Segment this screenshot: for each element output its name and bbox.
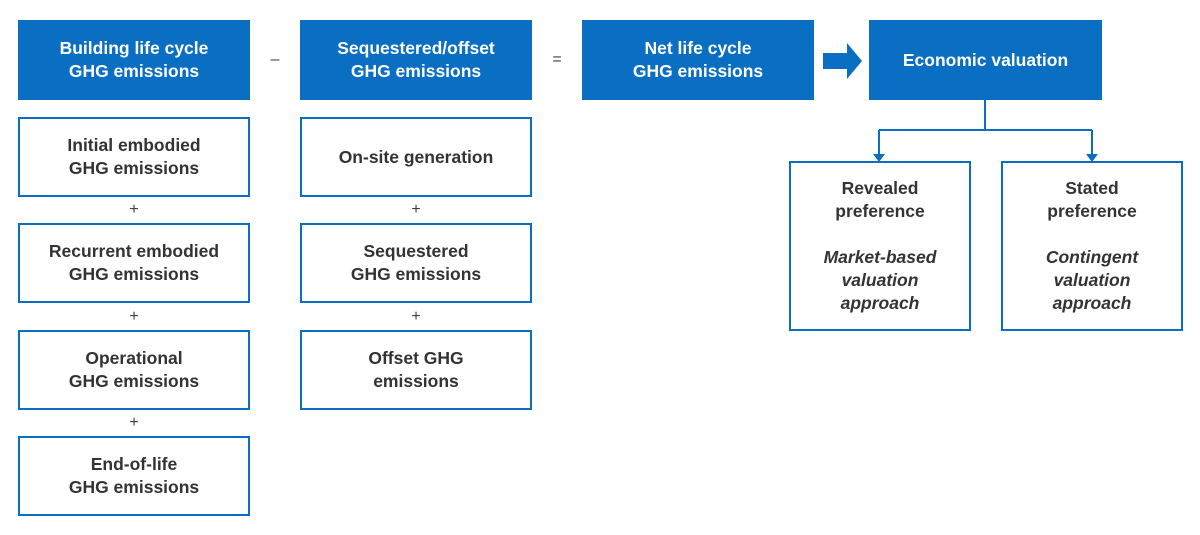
offset-ghg-box: Offset GHG emissions — [300, 330, 532, 410]
building-lifecycle-header: Building life cycle GHG emissions — [18, 20, 250, 100]
right-arrow-icon — [823, 43, 862, 79]
method-approach-line: approach — [1052, 293, 1132, 313]
operational-box: Operational GHG emissions — [18, 330, 250, 410]
plus-operator: + — [129, 308, 139, 325]
plus-operator: + — [129, 414, 139, 431]
box-line: End-of-life — [90, 454, 178, 474]
minus-operator: – — [270, 51, 280, 68]
method-title-line: preference — [835, 201, 925, 221]
header-line: GHG emissions — [632, 61, 764, 81]
plus-operator: + — [411, 201, 421, 218]
arrow-down-icon — [1086, 154, 1098, 162]
box-line: On-site generation — [338, 146, 494, 167]
box-line: GHG emissions — [68, 371, 200, 391]
initial-embodied-box: Initial embodied GHG emissions — [18, 117, 250, 197]
box-line: GHG emissions — [68, 158, 200, 178]
method-title-line: Stated — [1065, 178, 1119, 198]
stated-preference-box: Stated preference Contingent valuation a… — [1001, 161, 1183, 331]
arrow-down-icon — [873, 154, 885, 162]
revealed-preference-box: Revealed preference Market-based valuati… — [789, 161, 971, 331]
header-line: Net life cycle — [644, 38, 752, 58]
box-line: GHG emissions — [68, 477, 200, 497]
header-line: Building life cycle — [59, 38, 209, 58]
header-line: GHG emissions — [350, 61, 482, 81]
method-approach-line: Market-based — [823, 247, 937, 267]
method-approach-line: valuation — [1053, 270, 1131, 290]
method-approach-line: Contingent — [1045, 247, 1139, 267]
method-approach-line: valuation — [841, 270, 919, 290]
plus-operator: + — [129, 201, 139, 218]
method-title-line: Revealed — [841, 178, 919, 198]
economic-valuation-header: Economic valuation — [869, 20, 1102, 100]
equals-operator: = — [552, 51, 562, 68]
box-line: Recurrent embodied — [48, 241, 220, 261]
box-line: GHG emissions — [68, 264, 200, 284]
plus-operator: + — [411, 308, 421, 325]
box-line: Sequestered — [363, 241, 469, 261]
header-line: Economic valuation — [902, 49, 1069, 70]
net-lifecycle-header: Net life cycle GHG emissions — [582, 20, 814, 100]
box-line: Initial embodied — [67, 135, 201, 155]
sequestered-offset-header: Sequestered/offset GHG emissions — [300, 20, 532, 100]
end-of-life-box: End-of-life GHG emissions — [18, 436, 250, 516]
box-line: Offset GHG — [368, 348, 464, 368]
header-line: Sequestered/offset — [337, 38, 495, 58]
recurrent-embodied-box: Recurrent embodied GHG emissions — [18, 223, 250, 303]
box-line: GHG emissions — [350, 264, 482, 284]
method-approach-line: approach — [840, 293, 920, 313]
method-title-line: preference — [1047, 201, 1137, 221]
valuation-branch-connector — [878, 100, 1093, 155]
box-line: Operational — [85, 348, 183, 368]
header-line: GHG emissions — [68, 61, 200, 81]
on-site-generation-box: On-site generation — [300, 117, 532, 197]
box-line: emissions — [373, 371, 459, 391]
sequestered-box: Sequestered GHG emissions — [300, 223, 532, 303]
